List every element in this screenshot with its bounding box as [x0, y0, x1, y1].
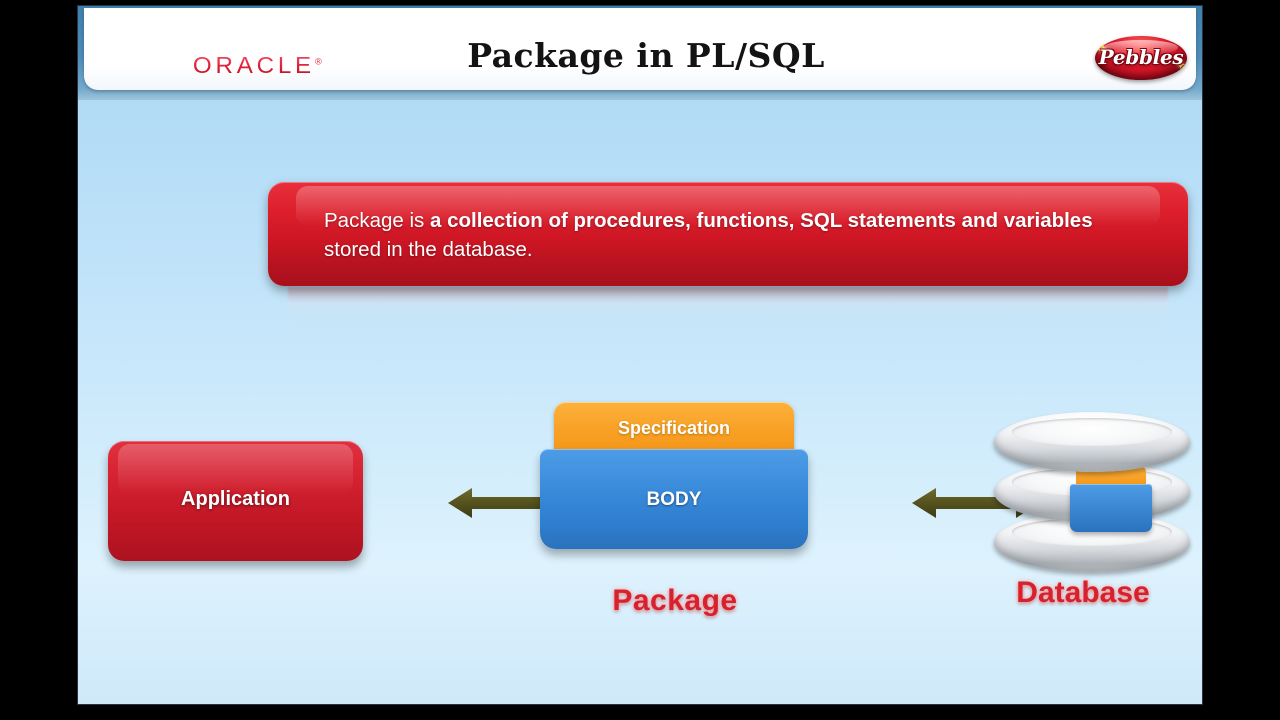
body-label: BODY: [646, 489, 702, 510]
double-headed-arrow-icon: [448, 488, 576, 518]
package-box: Specification BODY Package: [540, 402, 810, 617]
arrow-package-to-database: [910, 486, 1042, 520]
architecture-diagram: Application Specification: [78, 386, 1202, 636]
pebbles-logo: ✦ ✦ Pebbles: [1091, 32, 1191, 84]
package-caption: Package: [612, 584, 738, 617]
stored-body-shape: [1070, 484, 1152, 532]
double-headed-arrow-icon: [912, 488, 1040, 518]
banner-panel: Package is a collection of procedures, f…: [268, 182, 1188, 286]
sparkle-star-icon: ✦: [1096, 41, 1111, 60]
slide-canvas: ORACLE® Package in PL/SQL ✦ ✦ Pebbles Pa…: [78, 6, 1202, 704]
application-label: Application: [181, 488, 290, 510]
sparkle-star-icon: ✦: [1175, 57, 1186, 72]
pebbles-wordmark: Pebbles: [1098, 45, 1184, 69]
definition-banner: Package is a collection of procedures, f…: [268, 182, 1188, 332]
database-caption: Database: [1016, 576, 1150, 609]
specification-label: Specification: [617, 418, 731, 438]
arrow-application-to-package: [446, 486, 578, 520]
application-box: Application: [108, 441, 363, 561]
banner-text: Package is a collection of procedures, f…: [324, 206, 1140, 264]
banner-bold-text: a collection of procedures, functions, S…: [429, 209, 1093, 232]
database-disc-icon: [994, 412, 1190, 472]
package-body-box: BODY: [540, 449, 808, 549]
package-specification-box: Specification: [554, 402, 794, 458]
pebbles-oval-shape: [1095, 36, 1187, 80]
stored-package-icon: [1070, 466, 1152, 534]
database-cylinder: Database: [968, 406, 1198, 616]
banner-tail-text: stored in the database.: [324, 238, 533, 261]
banner-reflection: [288, 287, 1168, 329]
slide-header: ORACLE® Package in PL/SQL ✦ ✦ Pebbles: [78, 6, 1202, 100]
page-title: Package in PL/SQL: [467, 36, 825, 75]
banner-lead-text: Package is: [324, 209, 430, 232]
header-panel: ORACLE® Package in PL/SQL: [84, 8, 1196, 90]
